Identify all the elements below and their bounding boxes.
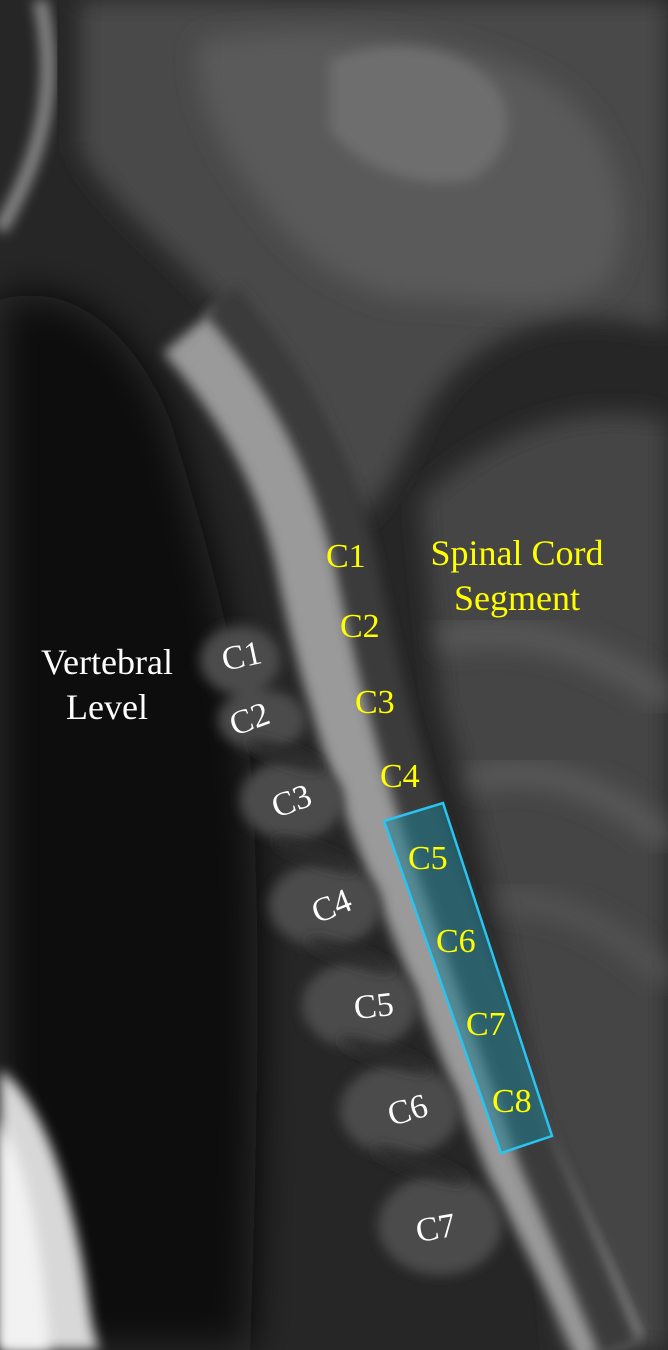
heading-line-2: Level bbox=[66, 687, 148, 727]
cord-segment-label: C7 bbox=[466, 1006, 506, 1043]
highlight-region bbox=[382, 801, 554, 1155]
vertebral-level-label: C1 bbox=[218, 634, 265, 678]
cord-segment-label: C4 bbox=[380, 758, 420, 795]
cord-segment-label: C1 bbox=[326, 538, 366, 575]
vertebral-level-label: C7 bbox=[413, 1206, 459, 1251]
vertebral-level-text: C5 bbox=[352, 986, 396, 1027]
cord-segment-label: C3 bbox=[355, 684, 395, 721]
vertebral-level-text: C2 bbox=[224, 695, 275, 744]
vertebral-level-label: C5 bbox=[352, 986, 396, 1027]
vertebral-level-text: C1 bbox=[218, 634, 265, 679]
cord-segment-label: C2 bbox=[340, 608, 380, 645]
vertebral-level-text: C3 bbox=[266, 777, 317, 826]
vertebral-level-heading: Vertebral Level bbox=[22, 640, 192, 730]
vertebral-level-text: C4 bbox=[306, 881, 357, 932]
cord-segment-label: C5 bbox=[408, 840, 448, 877]
vertebral-level-text: C7 bbox=[413, 1206, 459, 1251]
vertebral-level-label: C6 bbox=[384, 1087, 432, 1134]
heading-line-2: Segment bbox=[454, 578, 580, 618]
cord-segment-label: C8 bbox=[492, 1083, 532, 1120]
vertebral-level-label: C4 bbox=[306, 882, 357, 931]
vertebral-level-label: C2 bbox=[225, 695, 275, 743]
vertebral-level-text: C6 bbox=[383, 1087, 432, 1134]
vertebral-level-label: C3 bbox=[267, 777, 317, 825]
heading-line-1: Vertebral bbox=[41, 642, 173, 682]
heading-line-1: Spinal Cord bbox=[430, 533, 604, 573]
cord-segment-label: C6 bbox=[436, 923, 476, 960]
spinal-cord-segment-heading: Spinal Cord Segment bbox=[412, 531, 622, 621]
